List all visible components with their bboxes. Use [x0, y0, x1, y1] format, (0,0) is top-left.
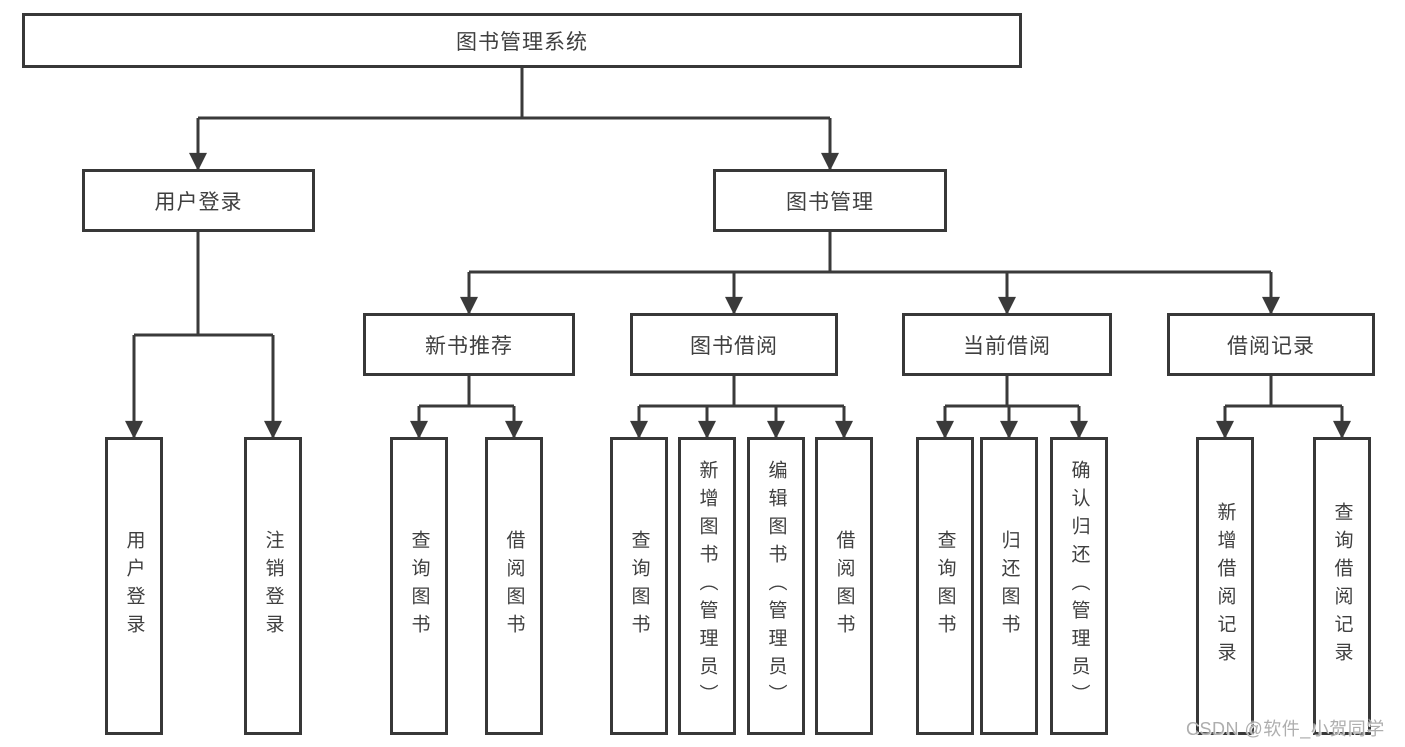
node-label: 用户登录 [154, 190, 243, 214]
node-query-borrow-record: 查询借阅记录 [1313, 437, 1371, 735]
node-user-login: 用户登录 [82, 169, 315, 232]
node-label: 图书管理 [786, 190, 874, 214]
node-label: 借阅图书 [833, 530, 855, 642]
node-borrow-books-recommend: 借阅图书 [485, 437, 543, 735]
node-label: 编辑图书（管理员） [765, 460, 787, 712]
node-label: 注销登录 [262, 530, 284, 642]
node-label: 归还图书 [998, 530, 1020, 642]
node-label: 新增图书（管理员） [696, 460, 718, 712]
node-book-borrowing: 图书借阅 [630, 313, 838, 376]
node-label: 查询图书 [628, 530, 650, 642]
node-label: 图书借阅 [690, 334, 778, 358]
node-current-borrowing: 当前借阅 [902, 313, 1112, 376]
node-borrow-books-leaf: 借阅图书 [815, 437, 873, 735]
node-return-books: 归还图书 [980, 437, 1038, 735]
node-new-book-recommendation: 新书推荐 [363, 313, 575, 376]
tree-arrow-lines [125, 118, 1351, 439]
node-edit-books-admin: 编辑图书（管理员） [747, 437, 805, 735]
node-query-books-borrowing: 查询图书 [610, 437, 668, 735]
node-query-books-current: 查询图书 [916, 437, 974, 735]
node-query-books-recommend: 查询图书 [390, 437, 448, 735]
node-borrowing-records: 借阅记录 [1167, 313, 1375, 376]
node-book-management: 图书管理 [713, 169, 947, 232]
csdn-watermark: CSDN @软件_小贺同学 [1186, 719, 1385, 739]
node-label: 图书管理系统 [456, 30, 588, 54]
tree-branch-lines [134, 68, 1342, 408]
node-library-management-system: 图书管理系统 [22, 13, 1022, 68]
node-label: 当前借阅 [963, 334, 1051, 358]
node-add-borrow-record: 新增借阅记录 [1196, 437, 1254, 735]
node-label: 新书推荐 [425, 334, 513, 358]
node-logout: 注销登录 [244, 437, 302, 735]
node-label: 用户登录 [123, 530, 145, 642]
node-label: 借阅图书 [503, 530, 525, 642]
node-confirm-return-admin: 确认归还（管理员） [1050, 437, 1108, 735]
node-label: 查询图书 [934, 530, 956, 642]
node-label: 确认归还（管理员） [1068, 460, 1090, 712]
node-add-books-admin: 新增图书（管理员） [678, 437, 736, 735]
node-label: 查询借阅记录 [1331, 502, 1353, 670]
node-user-login-leaf: 用户登录 [105, 437, 163, 735]
node-label: 新增借阅记录 [1214, 502, 1236, 670]
node-label: 借阅记录 [1227, 334, 1315, 358]
node-label: 查询图书 [408, 530, 430, 642]
